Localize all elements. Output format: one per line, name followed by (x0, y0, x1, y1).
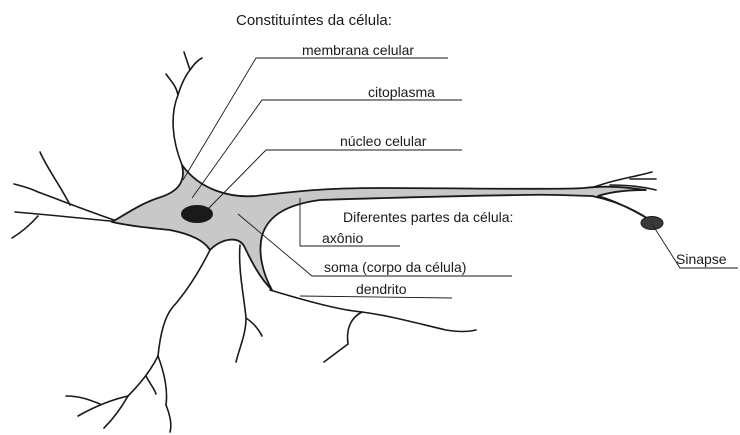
synapse-terminal (641, 217, 663, 230)
label-membrana-celular: membrana celular (302, 42, 414, 58)
label-sinapse: Sinapse (676, 251, 727, 267)
label-citoplasma: citoplasma (368, 84, 435, 100)
label-diferentes-partes: Diferentes partes da célula: (343, 209, 513, 225)
diagram-title: Constituíntes da célula: (236, 12, 392, 29)
label-axonio: axônio (322, 230, 363, 246)
label-dendrito: dendrito (356, 281, 407, 297)
nucleus (181, 205, 213, 223)
label-soma: soma (corpo da célula) (324, 259, 466, 275)
label-nucleo-celular: núcleo celular (340, 133, 427, 149)
